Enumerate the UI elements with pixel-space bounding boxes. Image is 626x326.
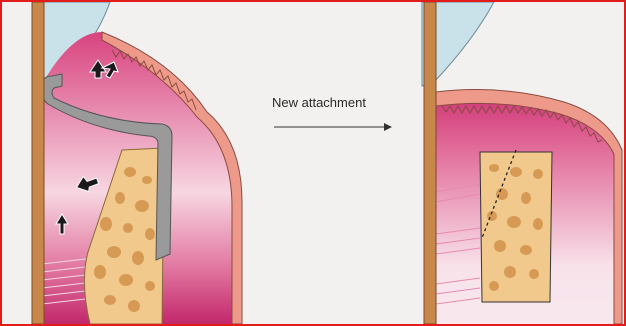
left-panel [32,2,242,324]
right-panel [422,2,622,324]
right-arrow-icon [274,122,392,132]
right-tooth-root [424,2,436,324]
left-tooth-root [32,2,44,324]
caption-new-attachment: New attachment [272,95,366,110]
